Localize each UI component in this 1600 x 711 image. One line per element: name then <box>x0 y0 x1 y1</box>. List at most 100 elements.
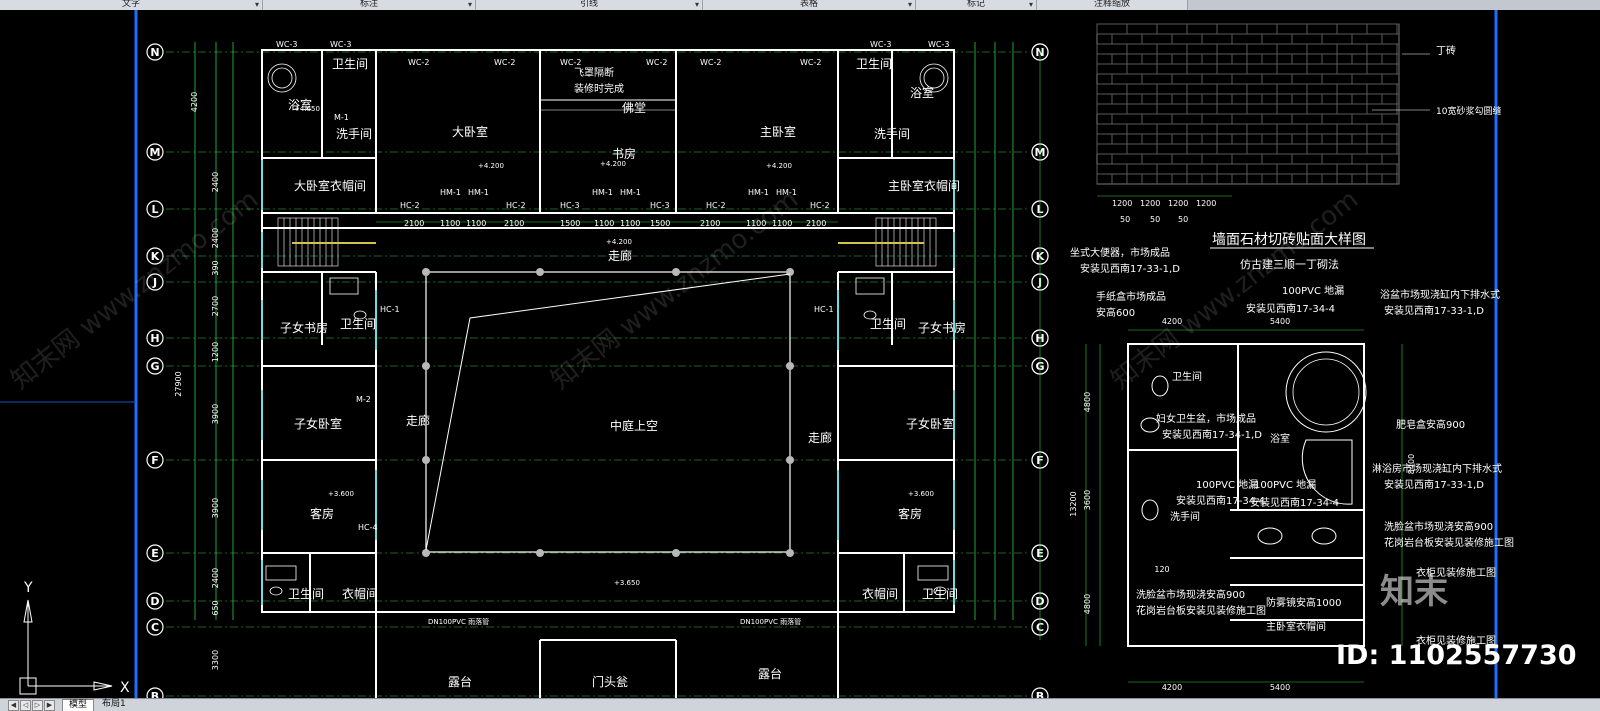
room-kids-bedroom-l: 子女卧室 <box>294 416 342 431</box>
axis-label: J <box>1037 276 1042 289</box>
svg-text:HC-1: HC-1 <box>380 305 400 314</box>
room-wash-tl: 洗手间 <box>336 127 372 141</box>
ribbon-group-dimension[interactable]: 标注▾ <box>263 0 476 10</box>
bath-note: 坐式大便器，市场成品 <box>1070 246 1170 259</box>
tab-first-icon[interactable]: ◀ <box>8 700 19 711</box>
svg-text:WC-2: WC-2 <box>700 58 721 67</box>
room-corridor-l: 走廊 <box>406 413 430 428</box>
svg-text:DN100PVC 雨落管: DN100PVC 雨落管 <box>428 617 489 626</box>
room-wardrobe-br: 衣帽间 <box>862 586 898 601</box>
room-gate: 门头瓮 <box>592 674 628 689</box>
bath-note: 淋浴房市场现浇缸内下排水式 <box>1372 462 1502 475</box>
dimension-label: 1100 <box>594 219 614 228</box>
bath-note: 衣柜见装修施工图 <box>1416 566 1496 579</box>
ribbon-group-text[interactable]: 文字▾ <box>0 0 263 10</box>
axis-bubble <box>146 592 164 610</box>
plan-windows <box>261 160 955 605</box>
ucs-x-label: X <box>120 680 130 696</box>
bath-note: 卫生间 <box>1172 370 1202 383</box>
room-wardrobe-bl: 衣帽间 <box>342 586 378 601</box>
bath-note: 肥皂盒安高900 <box>1396 418 1465 431</box>
dimension-label: 2100 <box>700 219 720 228</box>
svg-text:HC-2: HC-2 <box>706 201 726 210</box>
svg-text:HM-1: HM-1 <box>592 188 613 197</box>
svg-text:HM-1: HM-1 <box>776 188 797 197</box>
svg-text:HC-3: HC-3 <box>650 201 670 210</box>
ribbon-group-leader[interactable]: 引线▾ <box>476 0 703 10</box>
chevron-down-icon: ▾ <box>907 0 912 9</box>
room-toilet-br: 卫生间 <box>922 587 958 601</box>
room-kids-study-l: 子女书房 <box>280 320 328 335</box>
ribbon-group-label: 引线 <box>579 0 598 9</box>
room-wash-tr: 洗手间 <box>874 127 910 141</box>
svg-text:WC-3: WC-3 <box>870 40 891 49</box>
axis-bubble <box>146 687 164 700</box>
dimension-label: 390 <box>211 260 220 275</box>
svg-text:WC-2: WC-2 <box>494 58 515 67</box>
dimension-label: 4800 <box>1083 594 1092 614</box>
svg-text:知末网 www.znzmo.com: 知末网 www.znzmo.com <box>546 185 804 396</box>
svg-text:HC-2: HC-2 <box>400 201 420 210</box>
pipe-notes: DN100PVC 雨落管 DN100PVC 雨落管 <box>428 617 801 626</box>
axis-bubble <box>146 544 164 562</box>
room-terrace-l: 露台 <box>448 674 472 689</box>
room-guest-r: 客房 <box>898 506 922 521</box>
axis-label: B <box>1036 690 1044 700</box>
dimension-label: 2100 <box>806 219 826 228</box>
dimension-label: 1500 <box>560 219 580 228</box>
bath-note: 洗脸盆市场现浇安高900 <box>1384 520 1493 533</box>
room-toilet-tr: 卫生间 <box>856 57 892 71</box>
axis-bubble <box>146 273 164 291</box>
room-labels: 卫生间 浴室 洗手间 大卧室 大卧室衣帽间 佛堂 飞罩隔断 装修时完成 书房 主… <box>280 57 966 689</box>
tab-model[interactable]: 模型 <box>62 699 95 711</box>
dimension-label: 13200 <box>1069 491 1078 516</box>
ribbon-group-annotation-scale[interactable]: 注释缩放 <box>1037 0 1188 10</box>
svg-text:HC-1: HC-1 <box>814 305 834 314</box>
axis-label: N <box>150 46 159 59</box>
bath-detail-notes: 坐式大便器，市场成品安装见西南17-33-1,D手纸盒市场成品安高600100P… <box>1070 246 1514 647</box>
svg-text:+4.200: +4.200 <box>766 162 792 170</box>
room-courtyard: 中庭上空 <box>610 418 658 433</box>
room-corridor-r: 走廊 <box>808 430 832 445</box>
room-terrace-r: 露台 <box>758 666 782 681</box>
dimension-label: 2700 <box>211 296 220 316</box>
axis-label: F <box>151 454 159 467</box>
label-mortar: 10宽砂浆勾圆缝 <box>1436 105 1501 117</box>
room-master-wardrobe: 主卧室衣帽间 <box>888 178 960 193</box>
axis-label: C <box>151 621 159 634</box>
svg-text:M-1: M-1 <box>334 113 349 122</box>
svg-text:HM-1: HM-1 <box>440 188 461 197</box>
dimension-label: 4200 <box>190 92 199 112</box>
room-bath-tr: 浴室 <box>910 85 934 100</box>
tab-last-icon[interactable]: ▶ <box>44 700 55 711</box>
watermark-id: ID: 1102557730 <box>1336 640 1577 671</box>
dimension-label: 2400 <box>211 172 220 192</box>
ribbon-group-markup[interactable]: 标记▾ <box>916 0 1037 10</box>
svg-text:1200: 1200 <box>1168 199 1188 208</box>
svg-text:+4.200: +4.200 <box>606 238 632 246</box>
axis-label: J <box>152 276 157 289</box>
bath-note: 安装见西南17-34-4 <box>1246 302 1335 315</box>
dimension-label: 5400 <box>1270 317 1290 326</box>
ribbon-group-label: 标记 <box>966 0 985 9</box>
dimension-label: 3900 <box>211 404 220 424</box>
dimension-label: 1100 <box>440 219 460 228</box>
bath-note: 妇女卫生盆，市场成品 <box>1156 412 1256 425</box>
bath-note: 安装见西南17-34-1,D <box>1162 428 1262 441</box>
bath-note: 100PVC 地漏 <box>1196 478 1258 491</box>
tab-prev-icon[interactable]: ◁ <box>20 700 31 711</box>
svg-text:1200: 1200 <box>1112 199 1132 208</box>
tab-next-icon[interactable]: ▷ <box>32 700 43 711</box>
tab-layout1[interactable]: 布局1 <box>102 699 126 709</box>
diagonal-watermarks: 知末网 www.znzmo.com 知末网 www.znzmo.com 知末网 … <box>6 185 1364 396</box>
room-buddha: 佛堂 <box>622 101 646 115</box>
ribbon-group-table[interactable]: 表格▾ <box>703 0 916 10</box>
chevron-down-icon: ▾ <box>254 0 259 9</box>
bath-note: 浴盆市场现浇缸内下排水式 <box>1380 288 1500 301</box>
svg-text:HM-1: HM-1 <box>748 188 769 197</box>
axis-bubble <box>146 329 164 347</box>
